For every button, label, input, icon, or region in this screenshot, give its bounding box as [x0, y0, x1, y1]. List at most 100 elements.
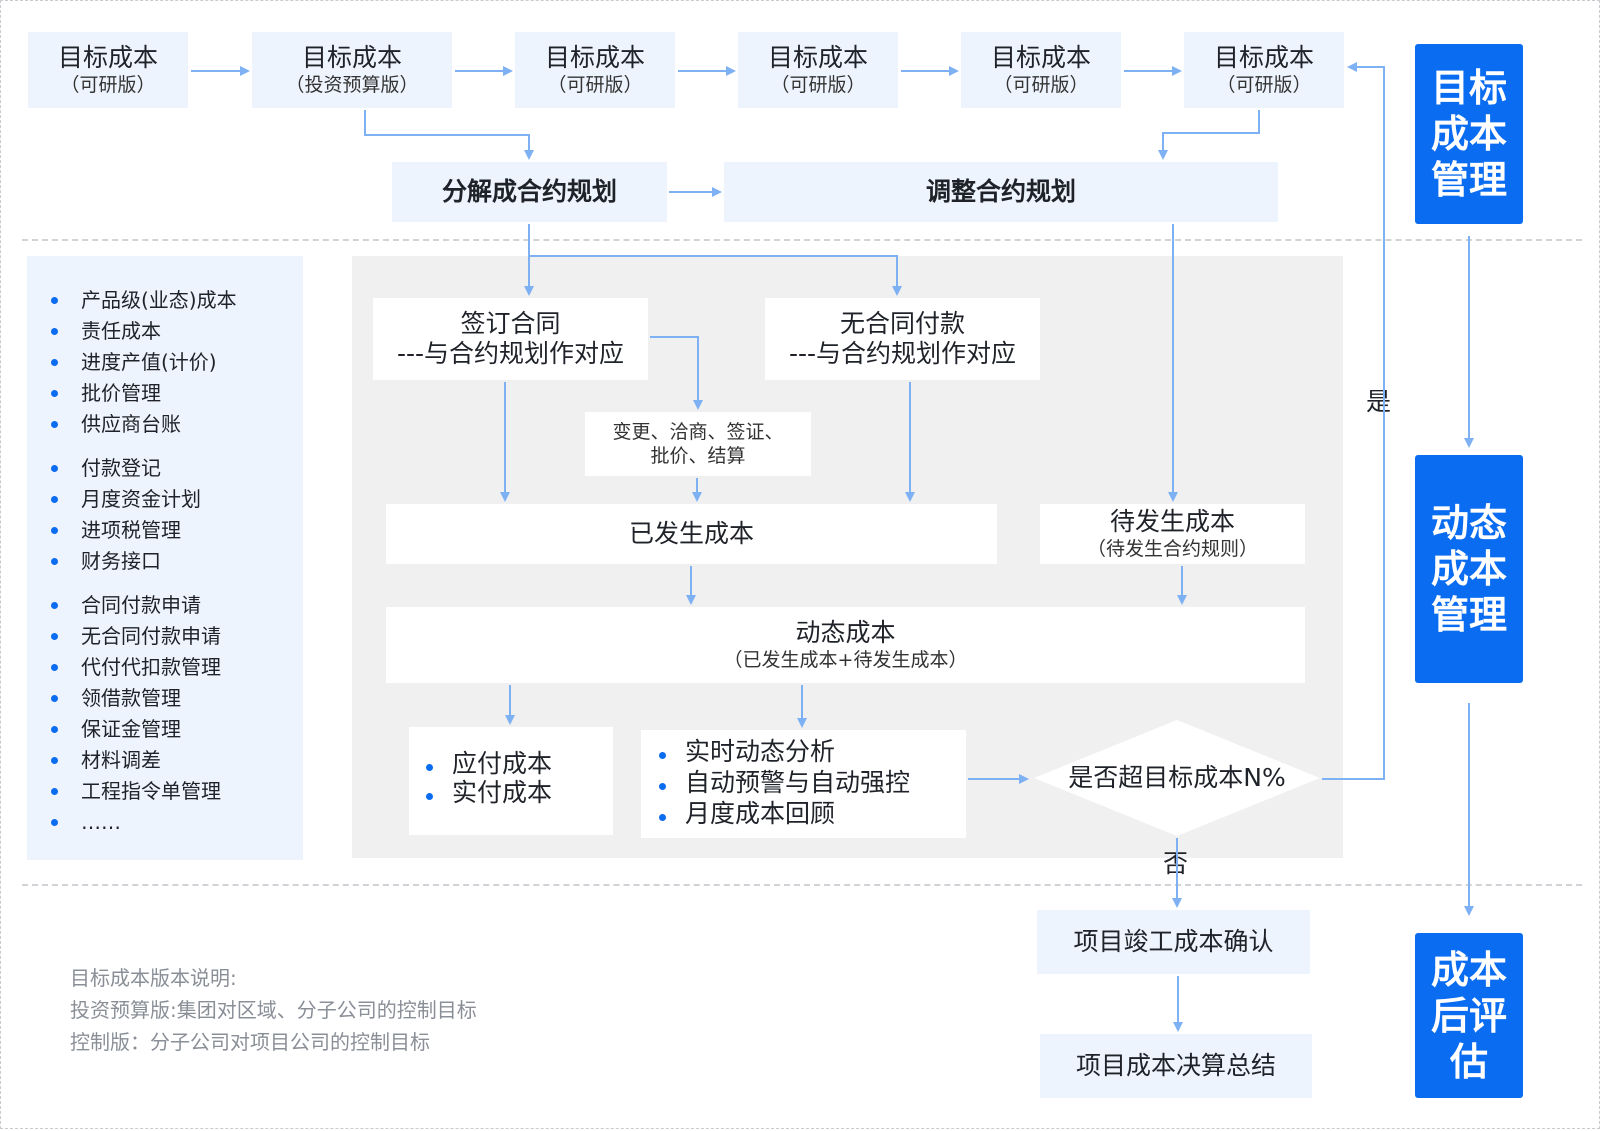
note-control: 控制版：分子公司对项目公司的控制目标	[70, 1030, 430, 1054]
bullet-icon	[51, 757, 58, 764]
target-cost-version: （可研版）	[1216, 74, 1312, 96]
bullet-icon	[51, 465, 58, 472]
function-list-label: 付款登记	[81, 456, 161, 480]
target-cost-box-1: 目标成本 （可研版）	[28, 32, 188, 108]
target-cost-box-5: 目标成本 （可研版）	[961, 32, 1121, 108]
no-contract-sub: ---与合约规划作对应	[788, 339, 1017, 368]
function-list-label: 领借款管理	[81, 686, 181, 710]
target-cost-version: （投资预算版）	[285, 74, 419, 96]
function-list-label: 材料调差	[81, 748, 161, 772]
stage-post-evaluation: 成本后评估	[1415, 933, 1523, 1098]
target-cost-title: 目标成本	[1213, 43, 1314, 72]
target-cost-title: 目标成本	[544, 43, 645, 72]
function-list-label: 月度资金计划	[81, 487, 201, 511]
target-cost-box-6: 目标成本 （可研版）	[1184, 32, 1344, 108]
function-list-label: ……	[81, 810, 121, 834]
bullet-icon	[51, 633, 58, 640]
changes-line1: 变更、洽商、签证、	[612, 421, 784, 443]
target-cost-title: 目标成本	[767, 43, 868, 72]
completion-confirm-box: 项目竣工成本确认	[1037, 910, 1310, 974]
pending-cost-box: 待发生成本 （待发生合约规则）	[1040, 504, 1305, 564]
bullet-icon	[51, 788, 58, 795]
bullet-icon	[659, 783, 666, 790]
incurred-label: 已发生成本	[628, 519, 754, 548]
target-cost-version: （可研版）	[60, 74, 156, 96]
changes-box: 变更、洽商、签证、 批价、结算	[585, 412, 811, 476]
bullet-icon	[426, 793, 433, 800]
bullet-icon	[659, 814, 666, 821]
target-cost-box-3: 目标成本 （可研版）	[515, 32, 675, 108]
bullet-icon	[51, 602, 58, 609]
payable-label: 实付成本	[452, 778, 553, 807]
payable-cost-box	[409, 727, 613, 835]
function-list-label: 保证金管理	[81, 717, 181, 741]
payable-label: 应付成本	[452, 749, 553, 778]
target-cost-version: （可研版）	[547, 74, 643, 96]
analysis-label: 实时动态分析	[685, 737, 836, 766]
yes-label: 是	[1366, 387, 1392, 416]
bullet-icon	[51, 496, 58, 503]
stage-dynamic-cost: 动态成本管理	[1415, 455, 1523, 683]
bullet-icon	[51, 328, 58, 335]
function-list-label: 进度产值(计价)	[81, 350, 217, 374]
adjust-label: 调整合约规划	[925, 177, 1076, 206]
no-contract-payment-box: 无合同付款 ---与合约规划作对应	[765, 298, 1040, 380]
pending-sub: （待发生合约规则）	[1086, 538, 1258, 560]
dynamic-sub: （已发生成本+待发生成本）	[723, 649, 968, 671]
function-list-label: 工程指令单管理	[81, 779, 221, 803]
function-list-label: 供应商台账	[81, 412, 181, 436]
bullet-icon	[51, 819, 58, 826]
bullet-icon	[51, 297, 58, 304]
sign-contract-sub: ---与合约规划作对应	[396, 339, 625, 368]
decision-label: 是否超目标成本N%	[1068, 763, 1286, 792]
section-divider-1	[22, 239, 1582, 241]
incurred-cost-box: 已发生成本	[386, 504, 997, 564]
function-list-label: 批价管理	[81, 381, 161, 405]
target-cost-title: 目标成本	[301, 43, 402, 72]
bullet-icon	[51, 390, 58, 397]
pending-title: 待发生成本	[1109, 507, 1235, 536]
analysis-label: 月度成本回顾	[685, 799, 836, 828]
adjust-contract-plan-box: 调整合约规划	[724, 162, 1278, 222]
note-investment: 投资预算版:集团对区域、分子公司的控制目标	[70, 998, 477, 1022]
dynamic-title: 动态成本	[795, 618, 896, 647]
changes-line2: 批价、结算	[650, 445, 746, 467]
no-label: 否	[1163, 849, 1189, 878]
bullet-icon	[51, 664, 58, 671]
bullet-icon	[51, 726, 58, 733]
target-cost-version: （可研版）	[770, 74, 866, 96]
target-cost-box-2: 目标成本 （投资预算版）	[252, 32, 452, 108]
target-cost-title: 目标成本	[57, 43, 158, 72]
analysis-label: 自动预警与自动强控	[685, 768, 911, 797]
decompose-contract-plan-box: 分解成合约规划	[392, 162, 667, 222]
section-divider-2	[22, 884, 1582, 886]
function-list-label: 产品级(业态)成本	[81, 288, 237, 312]
function-list-label: 进项税管理	[81, 518, 181, 542]
function-list-label: 代付代扣款管理	[81, 655, 221, 679]
bullet-icon	[51, 359, 58, 366]
analysis-box	[641, 730, 966, 838]
function-list-label: 财务接口	[81, 549, 161, 573]
bullet-icon	[51, 421, 58, 428]
target-cost-version: （可研版）	[993, 74, 1089, 96]
decision-diamond	[1034, 720, 1320, 836]
bullet-icon	[51, 558, 58, 565]
bullet-icon	[659, 752, 666, 759]
completion-label: 项目竣工成本确认	[1073, 927, 1274, 956]
no-contract-title: 无合同付款	[839, 309, 965, 338]
bullet-icon	[51, 695, 58, 702]
settlement-summary-box: 项目成本决算总结	[1040, 1034, 1312, 1098]
function-list-panel	[27, 256, 303, 860]
stage-target-cost: 目标成本管理	[1415, 44, 1523, 224]
target-cost-box-4: 目标成本 （可研版）	[738, 32, 898, 108]
function-list-label: 责任成本	[81, 319, 161, 343]
function-list-label: 无合同付款申请	[81, 624, 221, 648]
function-list-label: 合同付款申请	[81, 593, 201, 617]
sign-contract-box: 签订合同 ---与合约规划作对应	[373, 298, 648, 380]
note-title: 目标成本版本说明:	[70, 966, 237, 990]
decompose-label: 分解成合约规划	[441, 177, 617, 206]
target-cost-title: 目标成本	[990, 43, 1091, 72]
bullet-icon	[426, 764, 433, 771]
